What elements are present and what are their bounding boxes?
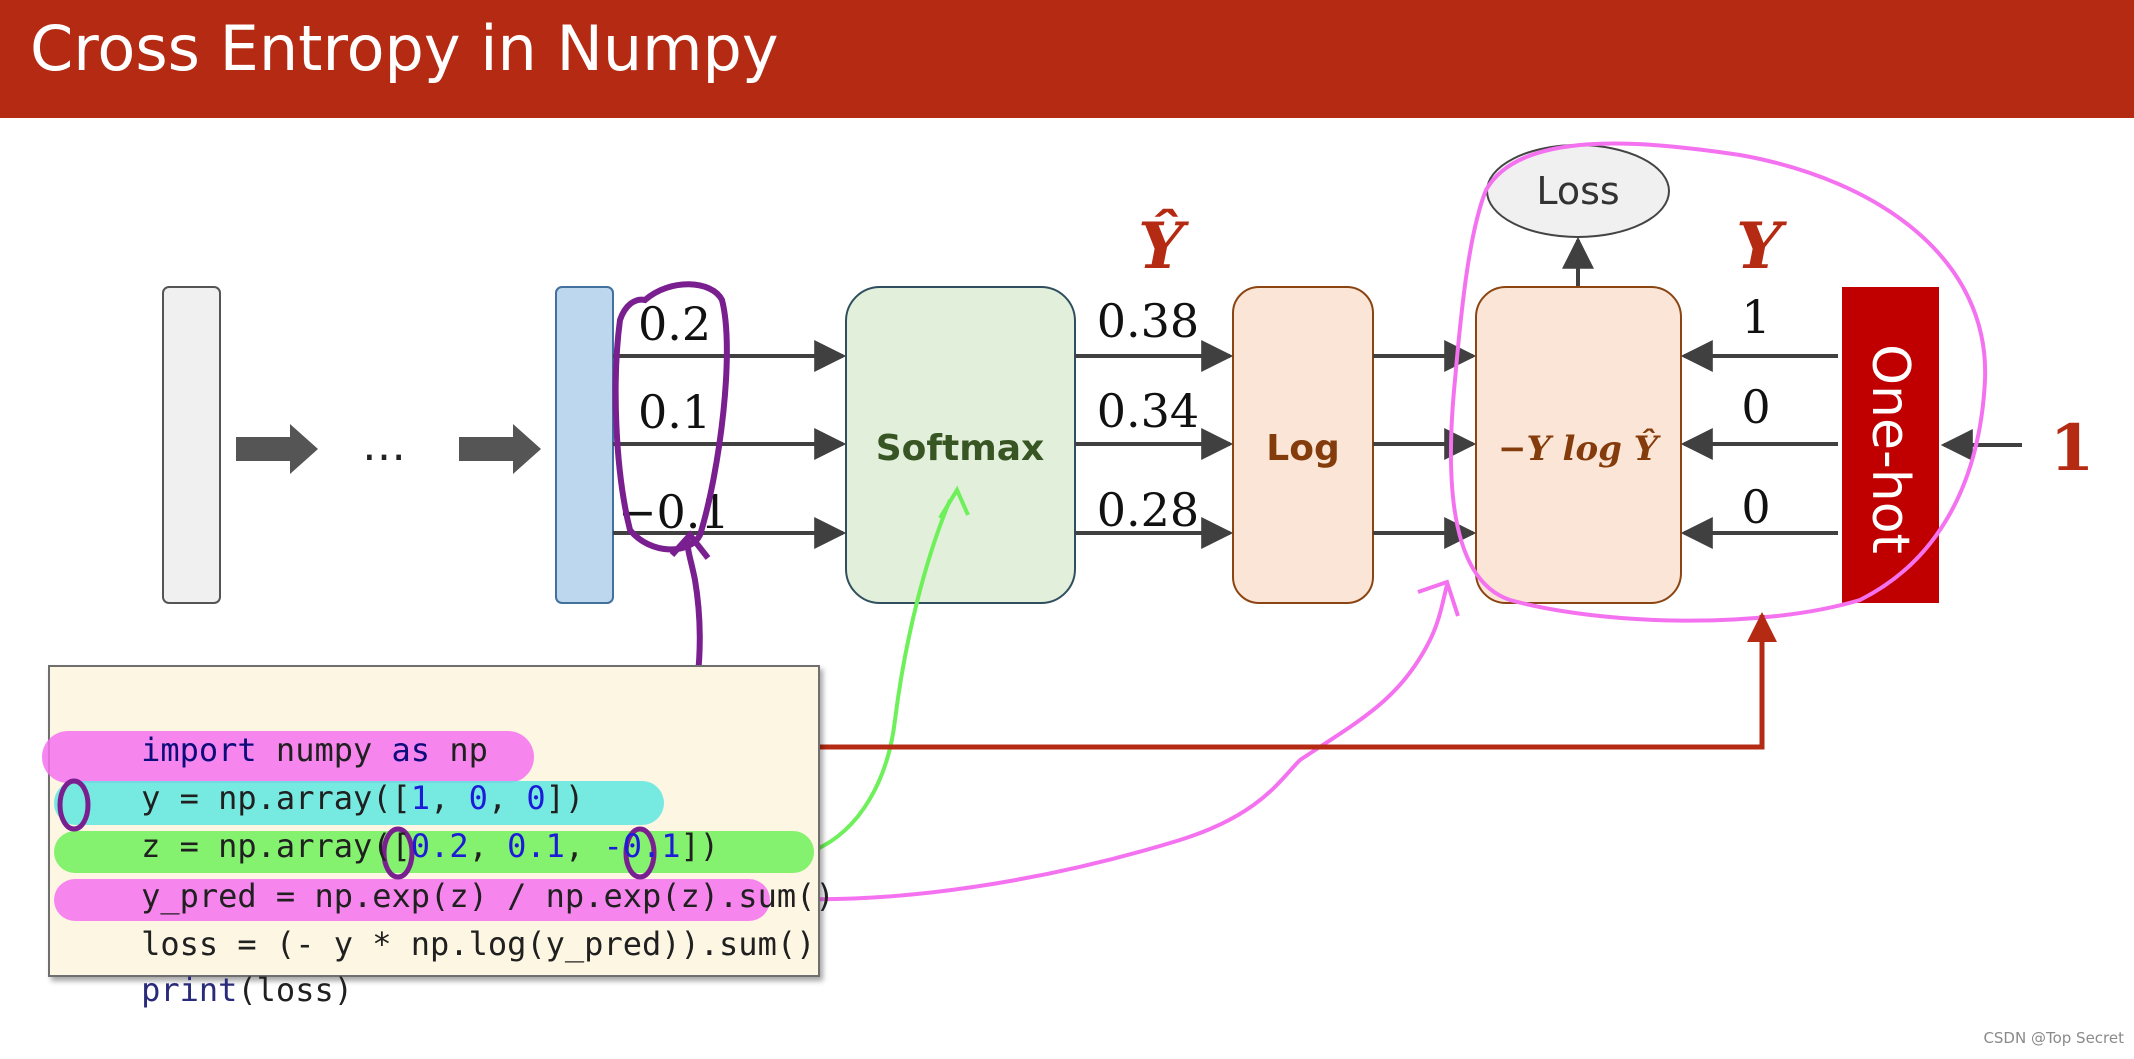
- title-bar: Cross Entropy in Numpy: [0, 0, 2134, 118]
- prob-value-1: 0.38: [1097, 294, 1199, 348]
- code-token: 0.2: [410, 827, 469, 865]
- code-token: ]): [545, 779, 585, 817]
- prob-value-3: 0.28: [1097, 483, 1199, 537]
- highlight-y-line: [42, 731, 534, 783]
- red-annotation-arrow: [542, 612, 1777, 750]
- purple-circle-z2: [381, 826, 415, 880]
- code-line-4: y_pred = np.exp(z) / np.exp(z).sum(): [64, 827, 835, 965]
- code-token: = np.array([: [160, 827, 411, 865]
- code-token: loss = (- y * np.log(y_pred)).sum(): [141, 925, 816, 963]
- green-arrowhead: [938, 485, 970, 520]
- code-token: numpy: [256, 731, 392, 769]
- y-symbol: Y: [1736, 209, 1787, 284]
- code-token: np: [430, 731, 488, 769]
- log-label: Log: [1266, 428, 1339, 469]
- code-token: ).sum(): [699, 877, 835, 915]
- code-token: ,: [430, 779, 469, 817]
- purple-circle-z3: [623, 826, 657, 880]
- onehot-value-2: 0: [1741, 380, 1770, 434]
- highlight-ypred-line: [54, 831, 814, 873]
- logit-value-1: 0.2: [638, 297, 711, 351]
- yhat-symbol: Ŷ: [1138, 208, 1189, 284]
- code-line-3: z = np.array([0.2, 0.1, -0.1]): [64, 777, 719, 915]
- page-title: Cross Entropy in Numpy: [30, 12, 779, 85]
- block-arrow-1: [236, 424, 318, 474]
- purple-circle-z: [57, 778, 91, 832]
- code-token: y = np.array([: [141, 779, 411, 817]
- code-line-6: print(loss): [64, 921, 353, 1059]
- purple-arrowhead: [669, 530, 711, 560]
- pink-annotation-loop: [1448, 141, 1988, 623]
- code-token: ,: [564, 827, 604, 865]
- code-token: ,: [487, 779, 527, 817]
- code-token: print: [141, 971, 238, 1009]
- code-token: import: [141, 731, 257, 769]
- highlight-loss-line: [54, 879, 770, 921]
- green-annotation-arrow: [814, 499, 952, 852]
- code-token: y_pred = np.exp(: [141, 877, 450, 915]
- pink-annotation-arrow: [774, 584, 1449, 902]
- softmax-label: Softmax: [876, 428, 1045, 469]
- code-token: 0: [468, 779, 488, 817]
- block-arrow-2: [459, 424, 541, 474]
- code-token: z: [449, 877, 469, 915]
- code-line-2: y = np.array([1, 0, 0]): [64, 729, 584, 867]
- logit-layer-box: [555, 286, 614, 604]
- logit-value-2: 0.1: [638, 385, 711, 439]
- code-line-5: loss = (- y * np.log(y_pred)).sum(): [64, 875, 815, 1013]
- ellipsis-label: …: [362, 420, 406, 471]
- code-token: ) / np.exp(: [468, 877, 681, 915]
- code-token: 0: [526, 779, 546, 817]
- onehot-value-3: 0: [1741, 480, 1770, 534]
- code-highlights: [42, 731, 814, 921]
- code-token: as: [391, 731, 431, 769]
- pink-arrowhead: [1417, 579, 1460, 617]
- code-block: import numpy as np y = np.array([1, 0, 0…: [42, 665, 835, 1009]
- code-token: 0.1: [507, 827, 565, 865]
- class-label: 1: [2050, 411, 2095, 486]
- highlight-z-line: [54, 781, 664, 825]
- code-token: z: [680, 877, 700, 915]
- prob-value-2: 0.34: [1097, 384, 1199, 438]
- cross-entropy-formula: −Y log Ŷ: [1498, 428, 1661, 469]
- input-layer-box: [162, 286, 221, 604]
- code-token: ,: [468, 827, 508, 865]
- code-token: (loss): [237, 971, 353, 1009]
- onehot-value-1: 1: [1741, 290, 1770, 344]
- onehot-label: One-hot: [1860, 344, 1920, 554]
- watermark: CSDN @Top Secret: [1983, 1029, 2124, 1047]
- code-line-1: import numpy as np: [64, 681, 488, 819]
- code-token: ]): [680, 827, 720, 865]
- code-token: -0.1: [603, 827, 681, 865]
- code-token: z: [141, 827, 161, 865]
- loss-label: Loss: [1536, 169, 1619, 213]
- code-token: 1: [410, 779, 431, 817]
